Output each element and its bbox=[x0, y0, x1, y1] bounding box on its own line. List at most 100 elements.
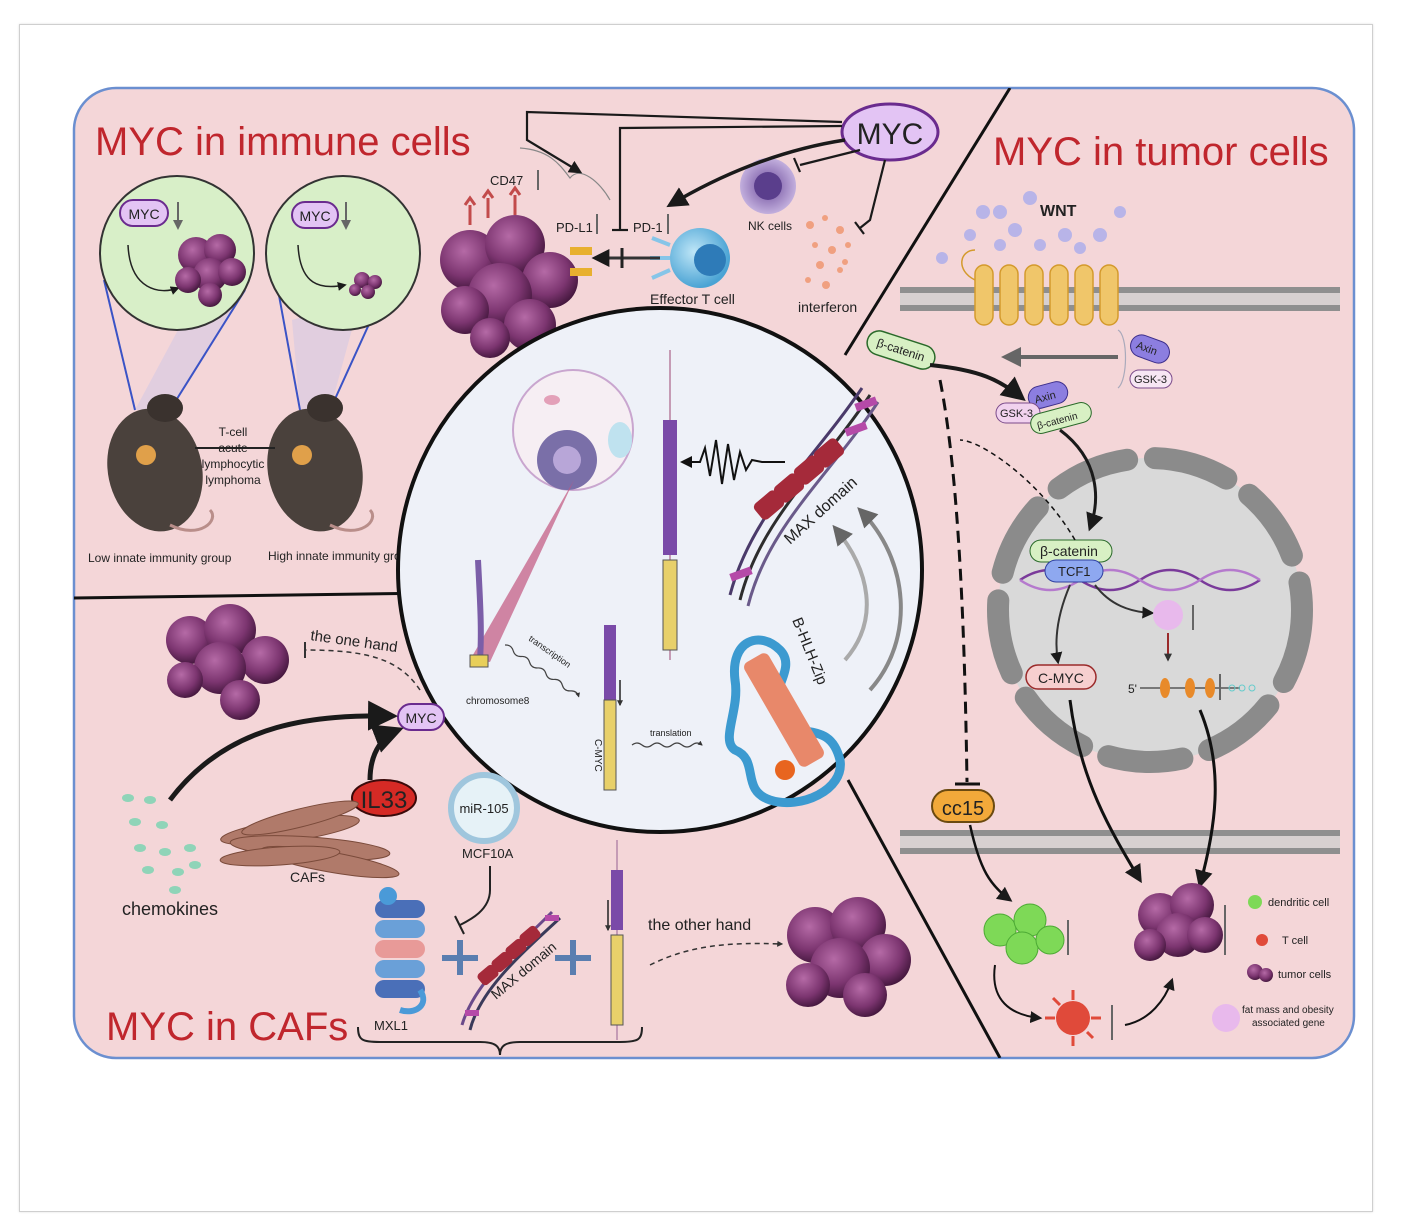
pdl1-label: PD-L1 bbox=[556, 220, 593, 235]
high-group-label: High innate immunity group bbox=[268, 549, 414, 563]
nk-cell bbox=[740, 158, 796, 214]
lymphoma-label: T-cell acute lymphocytic lymphoma bbox=[202, 425, 265, 487]
bcat-badge-1 bbox=[866, 330, 936, 370]
lymphoma-line-4: lymphoma bbox=[205, 473, 261, 487]
nucleus-to-tumor-1 bbox=[1068, 699, 1142, 884]
chemokines-to-myc bbox=[168, 700, 398, 802]
mir105-circle bbox=[448, 772, 520, 844]
dna-strand-vertical bbox=[662, 350, 678, 660]
gsk-label-1: GSK-3 bbox=[1134, 374, 1167, 386]
title-immune: MYC in immune cells bbox=[95, 120, 471, 164]
other-hand-label: the other hand bbox=[648, 917, 751, 934]
legend-tcell: T cell bbox=[1282, 935, 1308, 947]
chromosome8 bbox=[469, 559, 489, 668]
divider-lines bbox=[74, 88, 1012, 1058]
dna-helix-2 bbox=[1019, 568, 1261, 592]
max-domain-strand-caf bbox=[460, 910, 562, 1031]
cmyc-nuc-label: C-MYC bbox=[1038, 670, 1084, 686]
legend-dc-icon bbox=[1248, 895, 1262, 909]
legend-fto-2: associated gene bbox=[1252, 1018, 1325, 1029]
cafs-label: CAFs bbox=[290, 869, 325, 885]
tumor-mass-top bbox=[440, 185, 592, 358]
myc-badge-high bbox=[291, 201, 339, 229]
chemokines-label: chemokines bbox=[122, 899, 218, 919]
mxl1-protein bbox=[375, 887, 427, 1015]
plus-sign-1 bbox=[442, 940, 478, 975]
five-prime-label: 5' bbox=[1128, 682, 1137, 696]
tcell-to-tumor bbox=[1124, 977, 1175, 1026]
dendritic-cluster bbox=[983, 903, 1065, 965]
caf-brace bbox=[357, 1026, 643, 1056]
dna-strand-caf bbox=[605, 840, 624, 1040]
legend-tcell-icon bbox=[1256, 934, 1268, 946]
frizzled-receptor bbox=[961, 249, 1119, 326]
axin-badge-1 bbox=[1130, 334, 1170, 364]
myc-node-main-label: MYC bbox=[857, 118, 924, 151]
title-tumor: MYC in tumor cells bbox=[993, 130, 1329, 174]
myc-regulation-lines bbox=[525, 110, 887, 235]
tumor-mass-left bbox=[166, 604, 289, 720]
mcf10a-label: MCF10A bbox=[462, 846, 514, 861]
gsk-label-2: GSK-3 bbox=[1000, 408, 1033, 420]
mcf-inhibit-path bbox=[459, 866, 491, 926]
fold-arrow-2 bbox=[857, 507, 903, 692]
mcf-inhibit-bar bbox=[454, 915, 465, 935]
interferon-label: interferon bbox=[798, 299, 857, 315]
legend-fto-icon bbox=[1212, 1004, 1240, 1032]
max-domain-strand bbox=[728, 387, 880, 607]
mxl1-label: MXL1 bbox=[374, 1018, 408, 1033]
bcat-label-3: β-catenin bbox=[1040, 543, 1098, 559]
lymphoma-line-2: acute bbox=[218, 441, 248, 455]
interferon-dots bbox=[805, 215, 851, 289]
mir105-label: miR-105 bbox=[459, 801, 508, 816]
tcf1-to-cmyc bbox=[1050, 584, 1071, 665]
myc-badge-low bbox=[119, 199, 169, 227]
mrna-methylation bbox=[1140, 674, 1256, 700]
lymphoma-line-1: T-cell bbox=[219, 425, 248, 439]
chromosome8-label: chromosome8 bbox=[466, 696, 530, 707]
effector-label: Effector T cell bbox=[650, 291, 735, 307]
il33-badge bbox=[351, 779, 417, 817]
tcf1-to-fto bbox=[1094, 584, 1155, 619]
il33-label: IL33 bbox=[361, 787, 408, 814]
fold-arrow-1 bbox=[832, 524, 869, 662]
signal-arrowhead bbox=[680, 456, 692, 468]
signal-wave bbox=[690, 439, 785, 485]
tumor-mass-right bbox=[1134, 883, 1223, 961]
cc15-to-dc bbox=[968, 824, 1013, 902]
caf-myc-label: MYC bbox=[405, 710, 436, 726]
cd47-bracket bbox=[519, 147, 611, 201]
cell-membrane-bottom bbox=[900, 830, 1340, 854]
caf-cells bbox=[219, 800, 400, 879]
gsk-badge-1 bbox=[1129, 369, 1173, 389]
nuclear-envelope bbox=[987, 447, 1313, 773]
wnt-label: WNT bbox=[1040, 203, 1077, 220]
tcf1-label: TCF1 bbox=[1058, 564, 1091, 579]
axin-bracket bbox=[1117, 329, 1127, 389]
tumor-mass-bottom bbox=[786, 897, 911, 1017]
translation-label: translation bbox=[650, 728, 692, 738]
legend-dendritic: dendritic cell bbox=[1268, 897, 1329, 909]
mouse-low bbox=[107, 394, 214, 532]
bcat-to-complex bbox=[929, 363, 1026, 402]
pd1-label: PD-1 bbox=[633, 220, 663, 235]
tumor-cluster-small bbox=[349, 272, 382, 299]
tumor-cluster-big bbox=[175, 234, 246, 307]
myc-inhibit-tumor bbox=[304, 649, 421, 691]
il33-to-myc bbox=[367, 724, 404, 781]
complex-into-nucleus bbox=[1059, 428, 1104, 532]
myc-badge-low-label: MYC bbox=[128, 206, 159, 222]
nucleus-to-tumor-2 bbox=[1195, 709, 1217, 889]
legend-tumor-icon bbox=[1247, 964, 1273, 982]
cmyc-strand-label: C-MYC bbox=[592, 739, 603, 772]
legend-fto-1: fat mass and obesity bbox=[1242, 1005, 1334, 1016]
caf-myc-badge bbox=[397, 703, 445, 731]
cell-membrane-top bbox=[900, 287, 1340, 311]
complex-cc15-dashed bbox=[959, 439, 1076, 541]
cell-illustration bbox=[470, 369, 634, 662]
myc-node-main bbox=[840, 102, 940, 162]
axin-label-2: Axin bbox=[1033, 389, 1057, 406]
low-group-label: Low innate immunity group bbox=[88, 551, 232, 565]
title-cafs: MYC in CAFs bbox=[106, 1005, 348, 1049]
